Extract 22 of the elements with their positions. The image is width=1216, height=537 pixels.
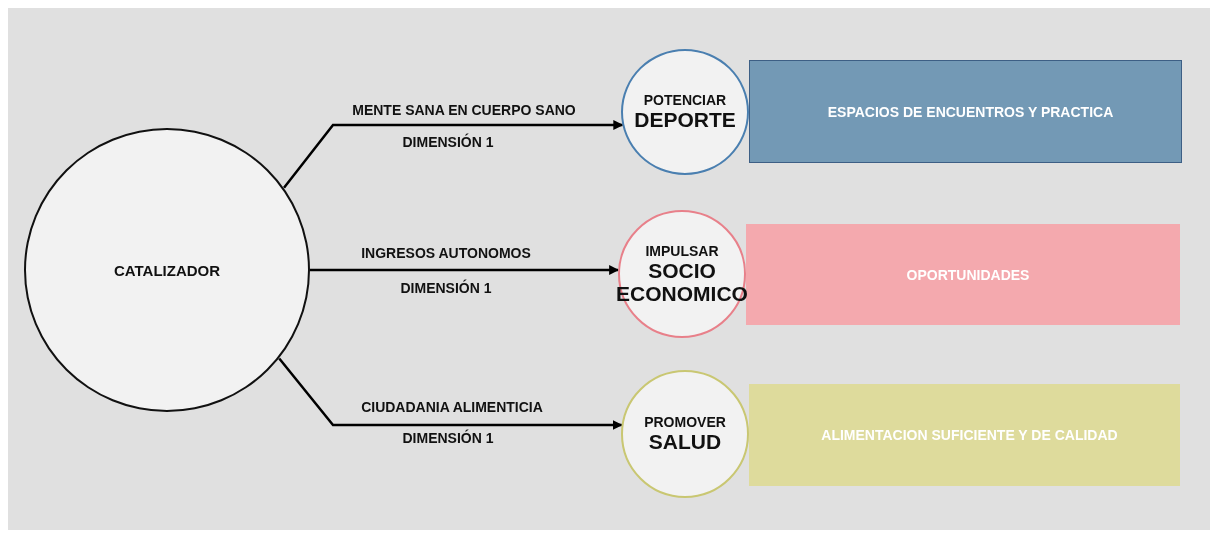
edge-label: MENTE SANA EN CUERPO SANO bbox=[352, 102, 576, 118]
edge-label: CIUDADANIA ALIMENTICIA bbox=[361, 399, 543, 415]
banner-box bbox=[746, 224, 1180, 325]
node-title: POTENCIAR bbox=[643, 92, 727, 108]
dimension-label: DIMENSIÓN 1 bbox=[402, 134, 494, 150]
dimension-label: DIMENSIÓN 1 bbox=[402, 430, 494, 446]
banner-text: OPORTUNIDADES bbox=[906, 266, 1030, 283]
edge-label: INGRESOS AUTONOMOS bbox=[361, 245, 531, 261]
dimension-label: DIMENSIÓN 1 bbox=[400, 280, 492, 296]
banner-text: ESPACIOS DE ENCUENTROS Y PRACTICA bbox=[827, 103, 1114, 120]
node-title: CATALIZADOR bbox=[113, 261, 221, 279]
arrow bbox=[283, 120, 624, 189]
arrow bbox=[278, 357, 623, 430]
node-title: PROMOVER bbox=[644, 414, 726, 430]
node-title: IMPULSAR bbox=[645, 242, 719, 259]
node-subtitle: SALUD bbox=[648, 430, 722, 454]
banner-box bbox=[749, 60, 1182, 163]
banner-text: ALIMENTACION SUFICIENTE Y DE CALIDAD bbox=[821, 427, 1118, 443]
banner-box bbox=[749, 384, 1180, 486]
arrow bbox=[310, 265, 620, 275]
node-subtitle: SOCIO ECONOMICO bbox=[615, 258, 749, 306]
node-subtitle: DEPORTE bbox=[634, 108, 736, 132]
